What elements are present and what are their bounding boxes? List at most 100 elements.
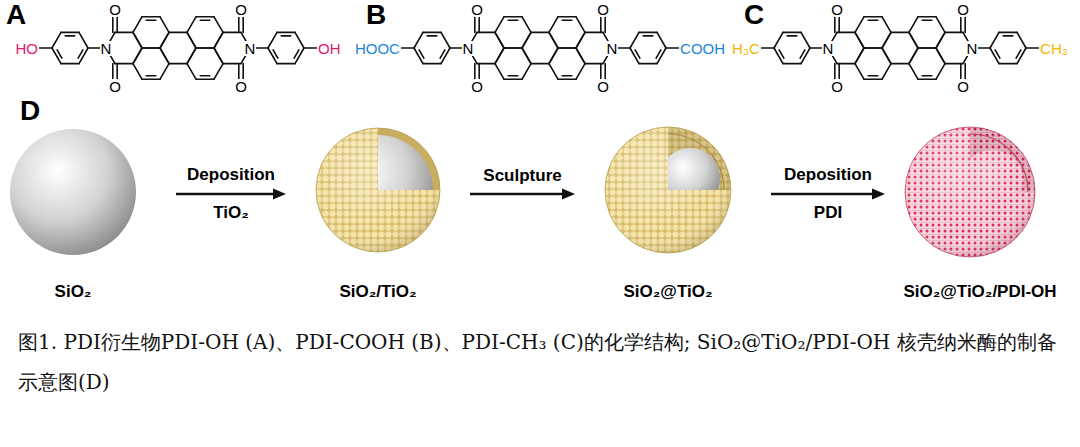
bond-line [112, 16, 114, 33]
atom-label: N [606, 41, 619, 56]
bond-line [423, 63, 441, 65]
bond-line [401, 47, 414, 49]
bond-line [549, 48, 558, 64]
bond-line [918, 47, 936, 49]
bond-line [133, 48, 142, 64]
bond-line [146, 19, 156, 21]
bond-line [508, 19, 518, 21]
atom-label: N [462, 41, 475, 56]
atom-label: N [244, 41, 257, 56]
bond-line [834, 16, 836, 33]
bond-line [999, 32, 1017, 34]
bond-line [187, 64, 196, 80]
bond-line [78, 50, 83, 58]
bond-line [187, 17, 196, 33]
bond-line [504, 78, 522, 80]
silica-core [660, 148, 720, 208]
shell-outline [605, 127, 731, 253]
bond-line [562, 19, 572, 21]
bond-line [891, 63, 909, 65]
bond-line [142, 47, 160, 49]
bond-line [200, 19, 210, 21]
substituent-label: OH [317, 41, 342, 56]
bond-line [169, 32, 187, 34]
bond-line [909, 32, 918, 48]
pdi-coated-sphere [905, 127, 1035, 257]
substituent-label: H₃C [731, 41, 761, 56]
silica-sphere [10, 129, 136, 255]
bond-line [576, 32, 585, 48]
bond-line [1026, 47, 1039, 49]
arrow-connector [470, 189, 575, 200]
bond-line [531, 63, 549, 65]
atom-label: O [234, 2, 248, 17]
bond-line [427, 35, 437, 37]
bond-line [999, 63, 1017, 65]
bond-line [855, 17, 864, 33]
bond-line [495, 32, 504, 48]
arrow-shaft [771, 193, 873, 196]
atom-label: O [470, 79, 484, 94]
bond-line [522, 32, 531, 48]
bond-line [440, 50, 445, 58]
atom-label: O [956, 2, 970, 17]
bond-line [630, 48, 639, 64]
bond-line [39, 47, 52, 49]
bond-line [295, 32, 304, 48]
bond-line [891, 32, 909, 34]
bond-line [868, 75, 878, 77]
bond-line [304, 47, 317, 49]
bond-line [549, 64, 558, 80]
bond-line [800, 50, 805, 58]
bond-line [855, 48, 864, 64]
bond-line [522, 48, 531, 64]
atom-label: O [956, 79, 970, 94]
bond-line [495, 17, 504, 33]
bond-line [990, 32, 999, 48]
sphere-caption: SiO₂@TiO₂/PDI-OH [903, 282, 1056, 302]
bond-line [277, 32, 295, 34]
bond-line [508, 75, 518, 77]
bond-line [639, 63, 657, 65]
panel-letter: D [20, 96, 40, 127]
silica-core [323, 135, 433, 245]
bond-line [549, 32, 558, 48]
substituent-label: HO [14, 41, 39, 56]
substituent-label: COOH [679, 41, 726, 56]
cutaway-core [960, 150, 1024, 214]
bond-line [187, 32, 196, 48]
bond-line [414, 32, 423, 48]
arrow-label: Sculpture [483, 166, 561, 186]
bond-line [882, 48, 891, 64]
bond-line [936, 32, 945, 48]
bond-line [909, 48, 918, 64]
arrow-head [872, 189, 885, 200]
bond-line [61, 32, 79, 34]
bond-line [214, 17, 223, 33]
bond-line [495, 32, 504, 48]
bond-line [783, 32, 801, 34]
bond-line [964, 16, 966, 33]
atom-label: N [822, 41, 835, 56]
bond-line [882, 64, 891, 80]
bond-line [61, 63, 79, 65]
bond-line [268, 32, 277, 48]
bond-line [855, 32, 864, 48]
bond-line [864, 16, 882, 18]
bond-line [478, 16, 480, 33]
bond-line [838, 16, 840, 33]
atom-label: O [830, 79, 844, 94]
pdi-core [960, 150, 1024, 214]
bond-line [868, 19, 878, 21]
sphere-node: SiO₂@TiO₂ [575, 127, 771, 304]
yolk-shell-sphere [605, 127, 731, 253]
silica-core [10, 129, 136, 255]
bond-line [522, 48, 531, 64]
bond-line [495, 48, 504, 64]
arrow-label: Deposition PDI [784, 156, 872, 232]
panel-letter: B [366, 0, 386, 31]
bond-line [160, 17, 169, 33]
substituent-label: CH₃ [1039, 41, 1069, 56]
atom-label: O [830, 2, 844, 17]
